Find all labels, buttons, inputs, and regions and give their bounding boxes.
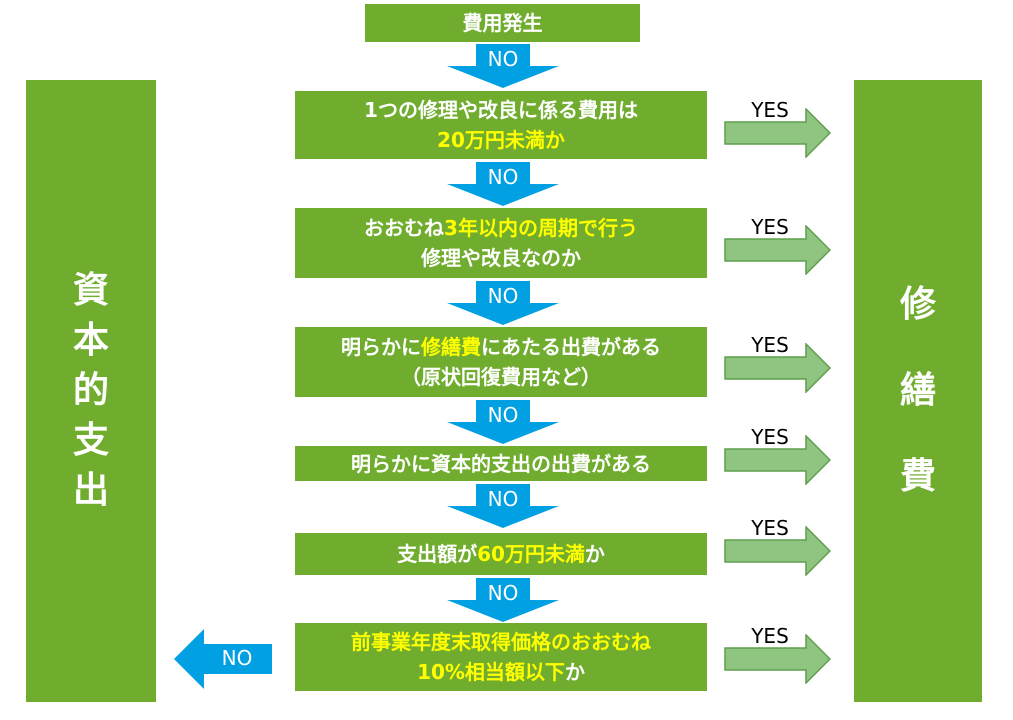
step-text-line: 前事業年度末取得価格のおおむね bbox=[351, 627, 651, 657]
yes-arrow-3: YES bbox=[724, 335, 831, 393]
repair-cost-block: 修 繕 費 bbox=[854, 80, 982, 702]
final-no-arrow: NO bbox=[174, 629, 272, 689]
yes-label: YES bbox=[751, 425, 789, 449]
no-label: NO bbox=[487, 487, 519, 511]
step-text: 1つの修理や改良に係る費用は bbox=[364, 98, 638, 122]
start-label: 費用発生 bbox=[462, 11, 543, 35]
step-text: 明らかに資本的支出の出費がある bbox=[351, 451, 651, 476]
step-box-3: 明らかに修繕費にあたる出費がある （原状回復費用など） bbox=[295, 327, 707, 397]
down-arrow-icon bbox=[447, 281, 559, 325]
step-box-5: 支出額が60万円未満か bbox=[295, 533, 707, 575]
step-text-line: 修理や改良なのか bbox=[421, 243, 581, 273]
no-arrow-6: NO bbox=[447, 578, 559, 622]
highlighted-text: 20万円未満か bbox=[437, 128, 565, 152]
yes-label: YES bbox=[751, 516, 789, 540]
down-arrow-icon bbox=[447, 400, 559, 444]
step-text: か bbox=[584, 542, 605, 566]
no-label: NO bbox=[487, 581, 519, 605]
repair-cost-label: 修 繕 費 bbox=[899, 284, 936, 497]
yes-label: YES bbox=[751, 333, 789, 357]
step-box-1: 1つの修理や改良に係る費用は 20万円未満か bbox=[295, 91, 707, 159]
step-text-line: 10%相当額以下か bbox=[417, 657, 585, 687]
no-arrow-4: NO bbox=[447, 400, 559, 444]
step-text: 支出額が bbox=[397, 542, 478, 566]
final-no-label: NO bbox=[221, 646, 253, 670]
step-box-4: 明らかに資本的支出の出費がある bbox=[295, 446, 707, 481]
yes-arrow-2: YES bbox=[724, 217, 831, 275]
yes-arrow-1: YES bbox=[724, 100, 831, 158]
highlighted-text: 前事業年度末取得価格のおおむね bbox=[351, 630, 651, 654]
step-text: （原状回復費用など） bbox=[401, 365, 601, 389]
step-text-line: おおむね3年以内の周期で行う bbox=[364, 213, 638, 243]
step-text-line: 明らかに修繕費にあたる出費がある bbox=[341, 332, 661, 362]
yes-label: YES bbox=[751, 98, 789, 122]
left-arrow-icon bbox=[174, 629, 272, 689]
no-label: NO bbox=[487, 403, 519, 427]
step-text-line: 1つの修理や改良に係る費用は bbox=[364, 95, 638, 125]
step-text-line: 20万円未満か bbox=[437, 125, 565, 155]
start-box: 費用発生 bbox=[365, 4, 640, 42]
step-text: にあたる出費がある bbox=[481, 335, 661, 359]
right-arrow-icon bbox=[724, 225, 831, 275]
no-label: NO bbox=[487, 47, 519, 71]
right-arrow-icon bbox=[724, 343, 831, 393]
highlighted-text: 修繕費 bbox=[421, 335, 481, 359]
step-text: か bbox=[564, 660, 585, 684]
yes-arrow-6: YES bbox=[724, 626, 831, 684]
step-text-line: （原状回復費用など） bbox=[401, 362, 601, 392]
step-text: おおむね bbox=[364, 216, 445, 240]
right-arrow-icon bbox=[724, 435, 831, 485]
no-arrow-2: NO bbox=[447, 162, 559, 206]
right-arrow-icon bbox=[724, 526, 831, 576]
down-arrow-icon bbox=[447, 44, 559, 88]
down-arrow-icon bbox=[447, 162, 559, 206]
yes-arrow-4: YES bbox=[724, 427, 831, 485]
capital-expenditure-block: 資 本 的 支 出 bbox=[26, 80, 156, 702]
yes-arrow-5: YES bbox=[724, 518, 831, 576]
no-label: NO bbox=[487, 165, 519, 189]
yes-label: YES bbox=[751, 624, 789, 648]
no-arrow-3: NO bbox=[447, 281, 559, 325]
step-text-line: 明らかに資本的支出の出費がある bbox=[351, 449, 651, 479]
right-arrow-icon bbox=[724, 108, 831, 158]
step-text: 修理や改良なのか bbox=[421, 246, 581, 270]
highlighted-text: 3年以内の周期で行う bbox=[444, 216, 638, 240]
down-arrow-icon bbox=[447, 484, 559, 528]
no-arrow-1: NO bbox=[447, 44, 559, 88]
step-text: 明らかに bbox=[341, 335, 421, 359]
no-arrow-5: NO bbox=[447, 484, 559, 528]
capital-expenditure-label: 資 本 的 支 出 bbox=[72, 270, 109, 511]
highlighted-text: 60万円未満 bbox=[477, 542, 585, 566]
step-text-line: 支出額が60万円未満か bbox=[397, 539, 605, 569]
down-arrow-icon bbox=[447, 578, 559, 622]
step-box-6: 前事業年度末取得価格のおおむね 10%相当額以下か bbox=[295, 623, 707, 691]
right-arrow-icon bbox=[724, 634, 831, 684]
highlighted-text: 10%相当額以下 bbox=[417, 660, 565, 684]
no-label: NO bbox=[487, 284, 519, 308]
yes-label: YES bbox=[751, 215, 789, 239]
step-box-2: おおむね3年以内の周期で行う修理や改良なのか bbox=[295, 208, 707, 278]
